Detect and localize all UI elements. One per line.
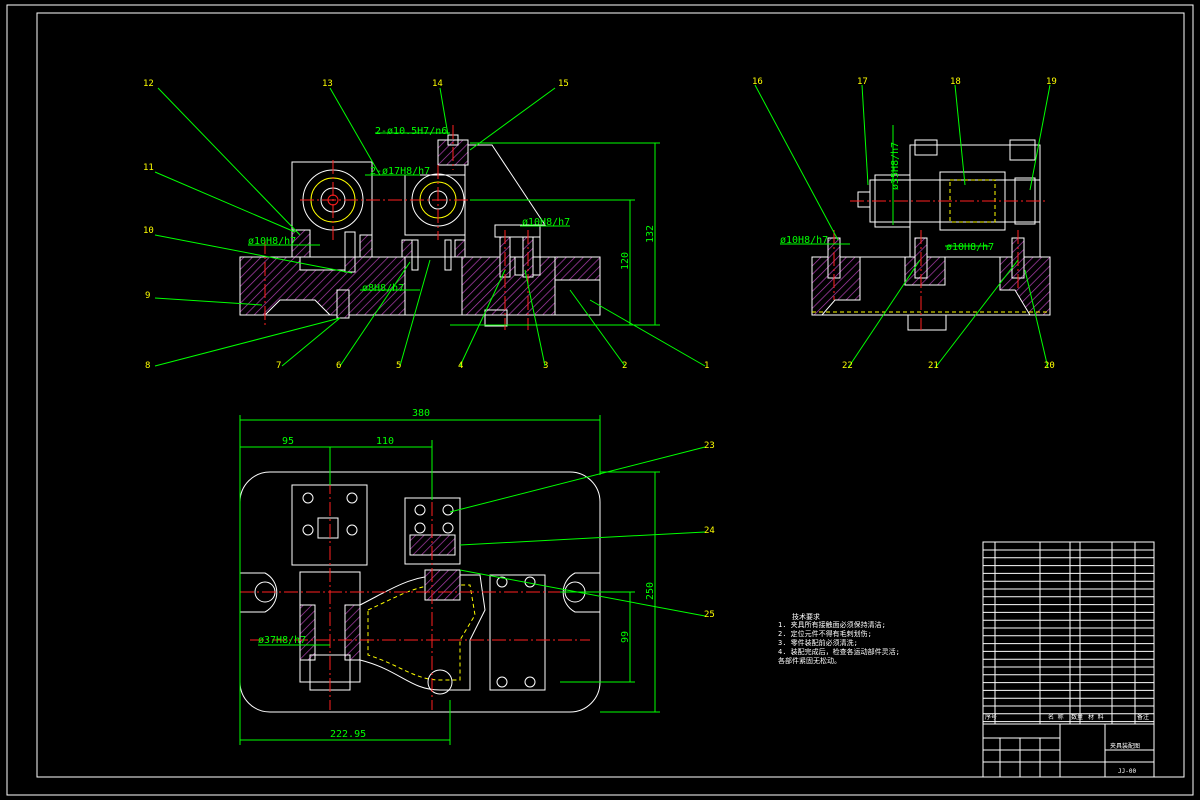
dim-plan-99: 99 <box>620 631 631 643</box>
balloon-1: 1 <box>704 361 709 371</box>
dim-plan-110: 110 <box>376 436 394 447</box>
dim-fit-mid: 2-ø17H8/h7 <box>370 166 430 177</box>
dim-height-132: 132 <box>645 225 656 243</box>
dim-plan-250: 250 <box>645 582 656 600</box>
dim-plan-95: 95 <box>282 436 294 447</box>
inner-border <box>36 12 1185 778</box>
balloon-17: 17 <box>857 77 868 87</box>
side-view <box>811 139 1051 331</box>
notes-line-5: 各部件紧固无松动。 <box>778 656 841 665</box>
dim-fit-bottom-left: ø8H8/h7 <box>362 283 404 294</box>
balloon-10: 10 <box>143 226 154 236</box>
parts-header-name: 名 称 <box>1048 713 1064 721</box>
notes-title: 技术要求 <box>792 612 820 621</box>
balloon-8a: 8 <box>145 361 150 371</box>
front-view-dimensions <box>248 132 660 326</box>
balloon-11: 11 <box>143 163 154 173</box>
dim-side-fit-vert: ø35H8/h7 <box>890 142 901 190</box>
dim-plan-width: 380 <box>412 408 430 419</box>
balloon-21: 21 <box>928 361 939 371</box>
balloon-6a: 6 <box>336 361 341 371</box>
balloon-16: 16 <box>752 77 763 87</box>
dim-height-120: 120 <box>620 252 631 270</box>
title-block: 夹具装配图 JJ-00 <box>982 723 1155 778</box>
balloon-20: 20 <box>1044 361 1055 371</box>
side-view-leaders <box>754 84 1051 369</box>
outer-border <box>6 4 1194 796</box>
front-view-leaders <box>154 87 706 367</box>
dim-side-fit-left: ø10H8/h7 <box>780 235 828 246</box>
balloon-22: 22 <box>842 361 853 371</box>
notes-line-3: 3. 零件装配前必须清洗; <box>778 638 858 647</box>
parts-header-material: 材 料 <box>1088 713 1104 721</box>
notes-line-1: 1. 夹具所有接触面必须保持清洁; <box>778 620 886 629</box>
balloon-12: 12 <box>143 79 154 89</box>
technical-notes: 技术要求 1. 夹具所有接触面必须保持清洁; 2. 定位元件不得有毛刺划伤; 3… <box>778 612 900 665</box>
parts-header-note: 备注 <box>1137 713 1149 721</box>
dim-fit-top: 2-ø10.5H7/n6 <box>375 126 447 137</box>
balloon-19: 19 <box>1046 77 1057 87</box>
balloon-25: 25 <box>704 610 715 620</box>
title-drawing-name: 夹具装配图 <box>1110 742 1140 750</box>
balloon-24: 24 <box>704 526 715 536</box>
balloon-5: 5 <box>396 361 401 371</box>
balloon-7: 7 <box>276 361 281 371</box>
parts-header-qty: 数量 <box>1071 713 1083 721</box>
notes-line-2: 2. 定位元件不得有毛刺划伤; <box>778 629 872 638</box>
title-drawing-code: JJ-00 <box>1118 768 1136 775</box>
balloon-14: 14 <box>432 79 443 89</box>
notes-line-4: 4. 装配完成后，检查各运动部件灵活; <box>778 647 900 656</box>
dim-fit-right: ø10H8/h7 <box>522 217 570 228</box>
balloon-13: 13 <box>322 79 333 89</box>
dim-side-fit-right: ø10H8/h7 <box>946 242 994 253</box>
dim-fit-left: ø10H8/h7 <box>248 236 296 247</box>
side-view-dimensions <box>780 125 990 247</box>
front-view <box>239 125 601 330</box>
balloon-15: 15 <box>558 79 569 89</box>
parts-list: 序号 名 称 数量 材 料 备注 <box>982 541 1155 725</box>
plan-view <box>239 471 601 713</box>
balloon-23: 23 <box>704 441 715 451</box>
dim-plan-bottom: 222.95 <box>330 729 366 740</box>
plan-view-dimensions <box>239 415 660 745</box>
balloon-3: 3 <box>543 361 548 371</box>
balloon-4: 4 <box>458 361 463 371</box>
balloon-18: 18 <box>950 77 961 87</box>
parts-header-no: 序号 <box>985 713 997 721</box>
balloon-9: 9 <box>145 291 150 301</box>
dim-plan-fit: ø37H8/h7 <box>258 635 306 646</box>
plan-view-leaders <box>449 446 706 617</box>
balloon-2: 2 <box>622 361 627 371</box>
